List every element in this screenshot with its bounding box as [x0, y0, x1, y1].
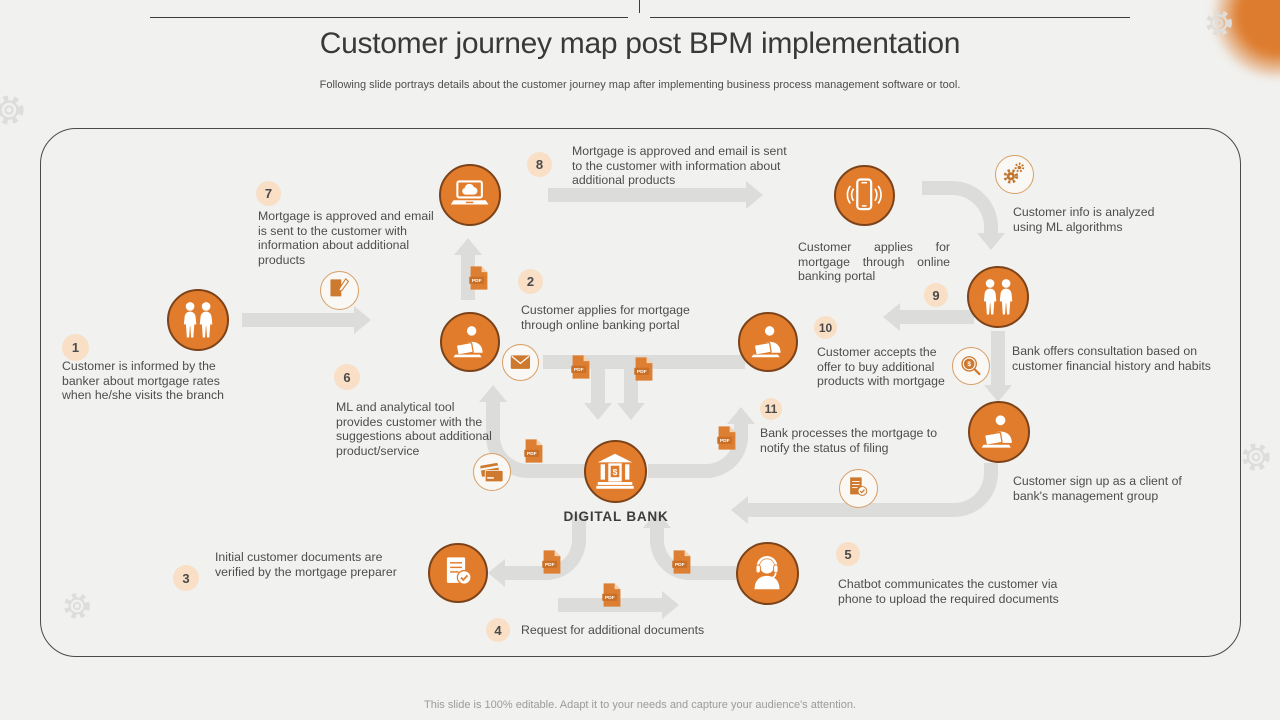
title-rule-right [650, 17, 1130, 18]
document-check-outline-icon [839, 469, 878, 508]
pdf-icon: PDF [570, 354, 592, 380]
step-2-badge: 2 [518, 269, 543, 294]
step-4-text: Request for additional documents [521, 623, 705, 637]
consultation-text: Bank offers consultation based on custom… [1012, 344, 1211, 373]
flow-arrowhead [454, 238, 482, 255]
flow-arrow [504, 566, 544, 580]
flow-arrow [548, 188, 746, 202]
step-11-text: Bank processes the mortgage to notify th… [760, 426, 938, 455]
step-5-badge: 5 [836, 542, 860, 566]
flow-arrow [591, 367, 605, 405]
smartphone-icon [834, 165, 895, 226]
envelope-icon [502, 344, 539, 381]
flow-arrowhead [984, 385, 1012, 402]
flow-arrowhead [488, 559, 505, 587]
signup-text: Customer sign up as a client of bank's m… [1013, 474, 1182, 503]
step-10-badge: 10 [814, 316, 837, 339]
step-5-text: Chatbot communicates the customer via ph… [838, 577, 1059, 606]
gear-icon [0, 95, 24, 125]
person-laptop-icon [738, 312, 798, 372]
pdf-icon: PDF [633, 356, 655, 382]
bank-icon: $ [584, 440, 647, 503]
pdf-icon: PDF [716, 425, 738, 451]
gear-icon [1206, 10, 1232, 36]
pdf-label: PDF [720, 438, 730, 444]
step-11-badge: 11 [760, 398, 782, 420]
magnifier-coin-icon: $ [952, 347, 990, 385]
digital-bank-label: DIGITAL BANK [563, 509, 669, 524]
pdf-icon: PDF [468, 265, 490, 291]
page-title: Customer journey map post BPM implementa… [319, 27, 961, 60]
pdf-label: PDF [472, 278, 482, 284]
pdf-icon: PDF [601, 582, 623, 608]
laptop-cloud-icon [439, 164, 501, 226]
flow-arrow [242, 313, 354, 327]
flow-arrow [624, 367, 638, 405]
flow-arrow [486, 402, 500, 428]
step-8-badge: 8 [527, 152, 552, 177]
pdf-label: PDF [637, 369, 647, 375]
dollar-sign: $ [968, 361, 972, 368]
pdf-label: PDF [675, 562, 685, 568]
step-3-text: Initial customer documents are verified … [215, 550, 397, 579]
document-check-icon [428, 543, 488, 603]
flow-arrow [991, 331, 1005, 385]
pdf-icon: PDF [671, 549, 693, 575]
footer-note: This slide is 100% editable. Adapt it to… [424, 699, 856, 711]
step-3-badge: 3 [173, 565, 199, 591]
flow-arrowhead [584, 403, 612, 420]
page-subtitle: Following slide portrays details about t… [319, 79, 961, 91]
two-people-icon [967, 266, 1029, 328]
flow-arrowhead [617, 403, 645, 420]
credit-card-icon [473, 453, 511, 491]
ml-analysis-text: Customer info is analyzed using ML algor… [1013, 205, 1155, 234]
step-6-text: ML and analytical tool provides customer… [336, 400, 492, 458]
step-9-text: Customer applies for mortgage through on… [798, 240, 950, 283]
flow-arrowhead [643, 511, 671, 528]
title-tick [639, 0, 640, 13]
flow-arrowhead [731, 496, 748, 524]
document-pen-icon [320, 271, 359, 310]
flow-arrowhead [662, 591, 679, 619]
pdf-icon: PDF [541, 549, 563, 575]
gear-icon [64, 593, 90, 619]
flow-arrowhead [727, 407, 755, 424]
pdf-label: PDF [605, 595, 615, 601]
headset-agent-icon [736, 542, 799, 605]
step-1-text: Customer is informed by the banker about… [62, 359, 225, 402]
step-1-badge: 1 [62, 334, 89, 361]
step-7-text: Mortgage is approved and email is sent t… [258, 209, 434, 267]
step-8-text: Mortgage is approved and email is sent t… [572, 144, 787, 187]
step-4-badge: 4 [486, 618, 510, 642]
step-2-text: Customer applies for mortgage through on… [521, 303, 690, 332]
person-laptop-icon [440, 312, 500, 372]
two-people-icon [167, 289, 229, 351]
pdf-label: PDF [574, 367, 584, 373]
step-10-text: Customer accepts the offer to buy additi… [817, 345, 945, 388]
step-7-badge: 7 [256, 181, 281, 206]
step-6-badge: 6 [334, 364, 360, 390]
flow-arrowhead [479, 385, 507, 402]
flow-arrow [900, 310, 974, 324]
gear-icon [1242, 443, 1270, 471]
pdf-label: PDF [545, 562, 555, 568]
gears-icon [995, 155, 1034, 194]
pdf-label: PDF [527, 451, 537, 457]
pdf-icon: PDF [523, 438, 545, 464]
dollar-sign: $ [613, 467, 618, 477]
diagram-border [40, 128, 1241, 657]
flow-arrowhead [354, 306, 371, 334]
flow-arrowhead [746, 181, 763, 209]
title-rule-left [150, 17, 628, 18]
flow-arrowhead [977, 233, 1005, 250]
flow-arrowhead [883, 303, 900, 331]
flow-arrow [748, 503, 938, 517]
person-laptop-icon [968, 401, 1030, 463]
step-9-badge: 9 [924, 283, 948, 307]
